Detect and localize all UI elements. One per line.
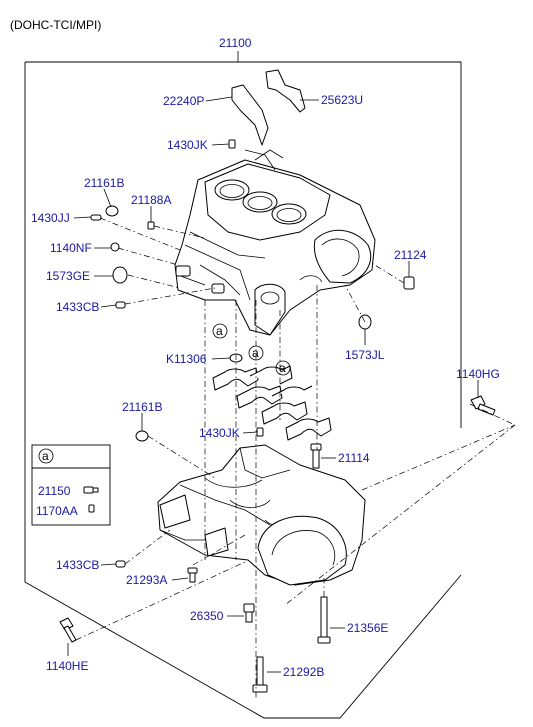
jet-1433cb-bottom[interactable] bbox=[115, 560, 126, 568]
part-labels: 22240P 25623U 1430JK 21161B 1430JJ 21188… bbox=[31, 93, 500, 679]
bolt-1140hg[interactable] bbox=[470, 395, 496, 416]
baffle-25623u[interactable] bbox=[265, 69, 306, 113]
label-1433cb-bottom[interactable]: 1433CB bbox=[56, 558, 99, 572]
bolt-21293a[interactable] bbox=[187, 567, 198, 583]
assembly-frame-top bbox=[25, 61, 462, 428]
bolt-21292b[interactable] bbox=[252, 656, 268, 693]
assembly-lines bbox=[75, 217, 516, 700]
bolt-1140he[interactable] bbox=[59, 617, 77, 643]
label-1430jk-top[interactable]: 1430JK bbox=[167, 138, 208, 152]
label-k11306[interactable]: K11306 bbox=[166, 352, 207, 366]
callout-a-circle-2 bbox=[248, 345, 264, 361]
callout-a-text-1: a bbox=[216, 324, 223, 338]
label-1140nf[interactable]: 1140NF bbox=[50, 241, 92, 255]
engine-variant-title: (DOHC-TCI/MPI) bbox=[10, 18, 101, 32]
seal-plug-1573ge[interactable] bbox=[112, 266, 128, 284]
jet-1433cb-top[interactable] bbox=[115, 301, 126, 309]
lower-crankcase bbox=[157, 444, 366, 586]
upper-cylinder-block bbox=[174, 149, 376, 336]
label-21161b-top[interactable]: 21161B bbox=[84, 176, 124, 190]
plug-1140nf[interactable] bbox=[110, 242, 120, 252]
label-1573jl[interactable]: 1573JL bbox=[345, 348, 385, 362]
legend-item-21150[interactable]: 21150 bbox=[38, 484, 71, 498]
plug-21124[interactable] bbox=[403, 276, 415, 290]
label-25623u[interactable]: 25623U bbox=[321, 93, 363, 107]
callout-a-circle-1 bbox=[212, 323, 228, 339]
plug-21188a[interactable] bbox=[147, 221, 155, 230]
label-21293a[interactable]: 21293A bbox=[126, 573, 167, 587]
label-22240p[interactable]: 22240P bbox=[163, 94, 204, 108]
label-21356e[interactable]: 21356E bbox=[347, 621, 388, 635]
label-1140hg[interactable]: 1140HG bbox=[456, 367, 500, 381]
pin-1430jj[interactable] bbox=[90, 214, 102, 221]
label-21188a[interactable]: 21188A bbox=[131, 193, 171, 207]
legend-letter: a bbox=[42, 449, 49, 463]
legend-21150-part-icon bbox=[83, 486, 99, 494]
plug-21161b-bottom[interactable] bbox=[135, 430, 149, 442]
label-26350[interactable]: 26350 bbox=[190, 609, 224, 623]
label-21114[interactable]: 21114 bbox=[338, 451, 370, 465]
plug-21161b-top[interactable] bbox=[105, 205, 119, 217]
assembly-frame-bottom bbox=[24, 62, 462, 719]
dowel-1430jk-top[interactable] bbox=[228, 139, 236, 149]
oil-pressure-switch-26350[interactable] bbox=[243, 603, 255, 623]
dowel-1430jk-bottom[interactable] bbox=[256, 427, 264, 437]
label-1140he[interactable]: 1140HE bbox=[46, 659, 88, 673]
baffle-22240p[interactable] bbox=[231, 84, 269, 146]
label-21161b-bottom[interactable]: 21161B bbox=[122, 400, 162, 414]
legend-box: a 21150 1170AA bbox=[31, 444, 111, 526]
legend-item-1170aa[interactable]: 1170AA bbox=[36, 504, 78, 518]
label-1430jj[interactable]: 1430JJ bbox=[31, 211, 70, 225]
label-1573ge[interactable]: 1573GE bbox=[46, 269, 90, 283]
leader-lines bbox=[67, 96, 479, 673]
label-21292b[interactable]: 21292B bbox=[283, 665, 324, 679]
bolt-21114[interactable] bbox=[310, 443, 322, 469]
bolt-21356e[interactable] bbox=[317, 596, 331, 644]
callout-a-text-3: a bbox=[279, 361, 286, 375]
bearing-caps bbox=[212, 353, 332, 441]
callout-a-text-2: a bbox=[252, 346, 259, 360]
callout-a-circle-3 bbox=[275, 360, 291, 376]
label-21124[interactable]: 21124 bbox=[394, 248, 427, 262]
label-1433cb-top[interactable]: 1433CB bbox=[56, 300, 99, 314]
legend-1170aa-part-icon bbox=[88, 504, 95, 513]
label-1430jk-bottom[interactable]: 1430JK bbox=[199, 426, 240, 440]
assembly-number-label[interactable]: 21100 bbox=[219, 36, 252, 50]
